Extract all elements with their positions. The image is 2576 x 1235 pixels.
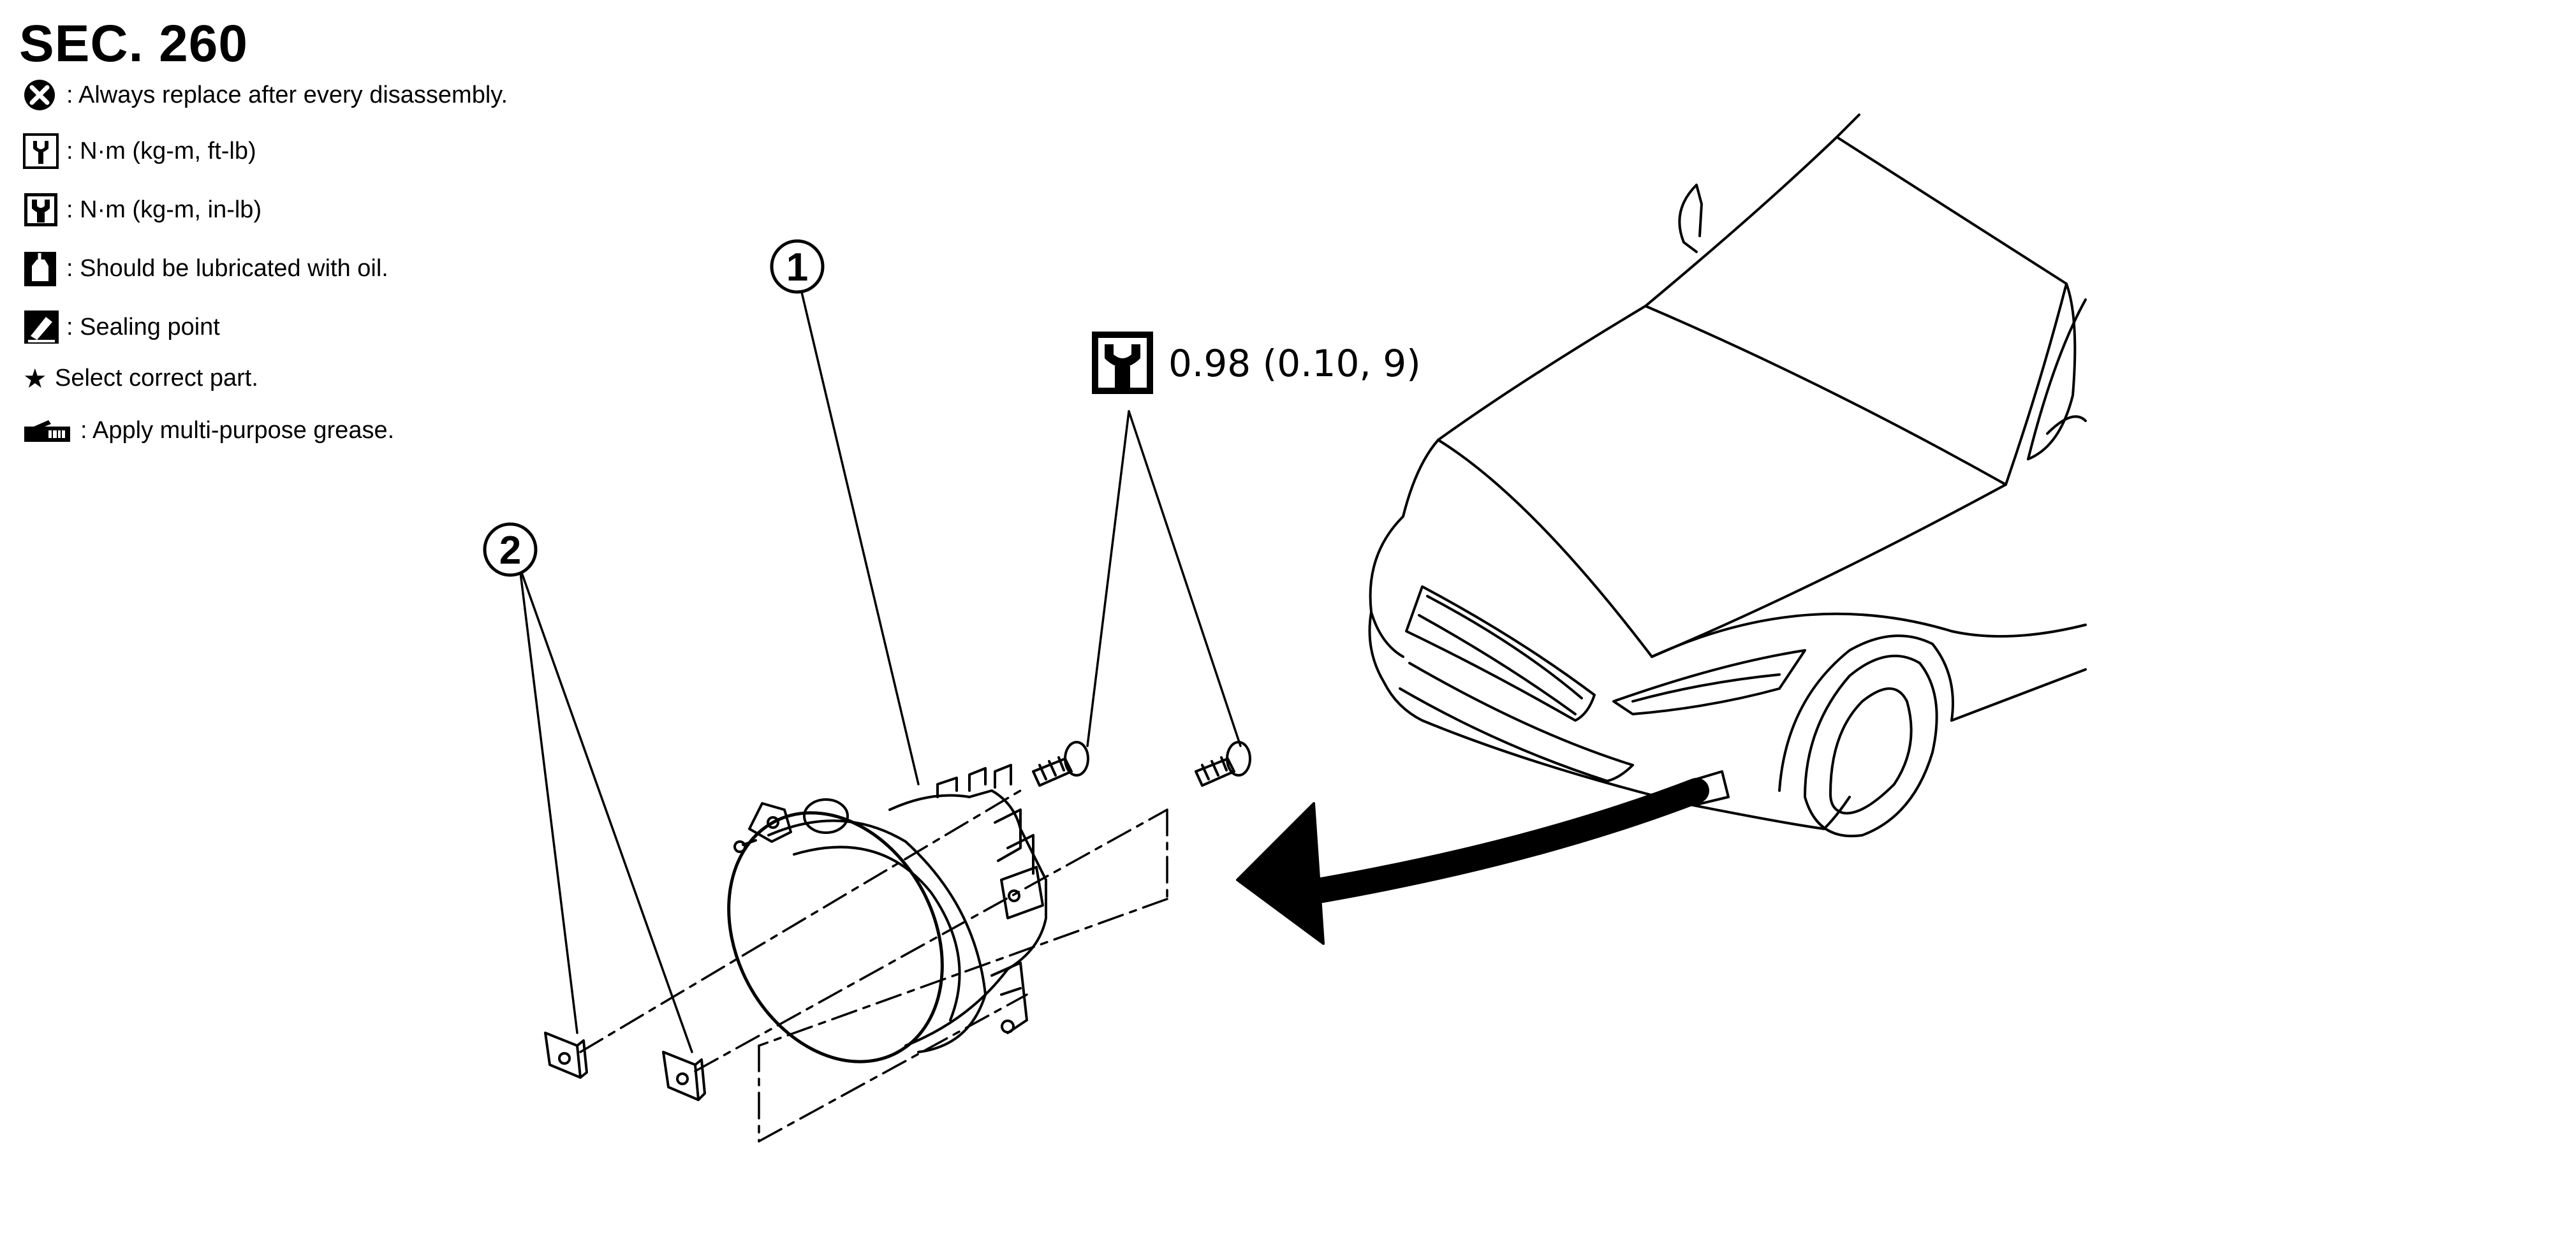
direction-arrow xyxy=(1236,778,1709,945)
legend-item-grease: : Apply multi-purpose grease. xyxy=(23,411,394,450)
legend-text: : Sealing point xyxy=(66,313,220,340)
callout-number: 1 xyxy=(786,245,808,289)
oil-can-icon xyxy=(23,249,63,288)
torque-wrench-icon xyxy=(23,131,63,171)
vehicle-front-illustration xyxy=(1368,113,2087,838)
section-title: SEC. 260 xyxy=(19,15,248,73)
torque-wrench-filled-icon xyxy=(1092,332,1153,394)
legend-text: : Apply multi-purpose grease. xyxy=(80,416,395,444)
legend-text: : Always replace after every disassembly… xyxy=(66,81,508,108)
legend-item-torque-inlb: : N·m (kg-m, in-lb) xyxy=(23,190,261,230)
legend-text: : Should be lubricated with oil. xyxy=(66,254,388,282)
leader-lines xyxy=(519,286,1242,1053)
fog-lamp-assembly xyxy=(727,764,1047,1063)
sealing-icon xyxy=(23,307,63,347)
installation-guide-lines xyxy=(579,789,1168,1143)
star-icon: ★ xyxy=(23,363,47,393)
callout-2: 2 xyxy=(483,522,538,577)
grease-icon xyxy=(23,411,77,450)
replace-part-icon xyxy=(23,75,63,115)
torque-wrench-filled-icon xyxy=(23,190,63,230)
legend-text: Select correct part. xyxy=(55,364,258,391)
torque-spec: 0.98 (0.10, 9) xyxy=(1092,332,1421,394)
legend-text: : N·m (kg-m, in-lb) xyxy=(66,196,262,223)
legend-item-select: ★ Select correct part. xyxy=(23,358,258,398)
clips xyxy=(544,1032,706,1101)
legend-item-torque-ftlb: : N·m (kg-m, ft-lb) xyxy=(23,131,256,171)
legend-item-oil: : Should be lubricated with oil. xyxy=(23,249,388,288)
callout-number: 2 xyxy=(499,529,521,573)
legend-text: : N·m (kg-m, ft-lb) xyxy=(66,137,256,164)
legend-item-replace: : Always replace after every disassembly… xyxy=(23,75,508,115)
callout-1: 1 xyxy=(770,239,825,294)
legend-item-sealing: : Sealing point xyxy=(23,307,220,347)
mounting-bolts xyxy=(1032,741,1251,787)
torque-value: 0.98 (0.10, 9) xyxy=(1168,342,1421,385)
